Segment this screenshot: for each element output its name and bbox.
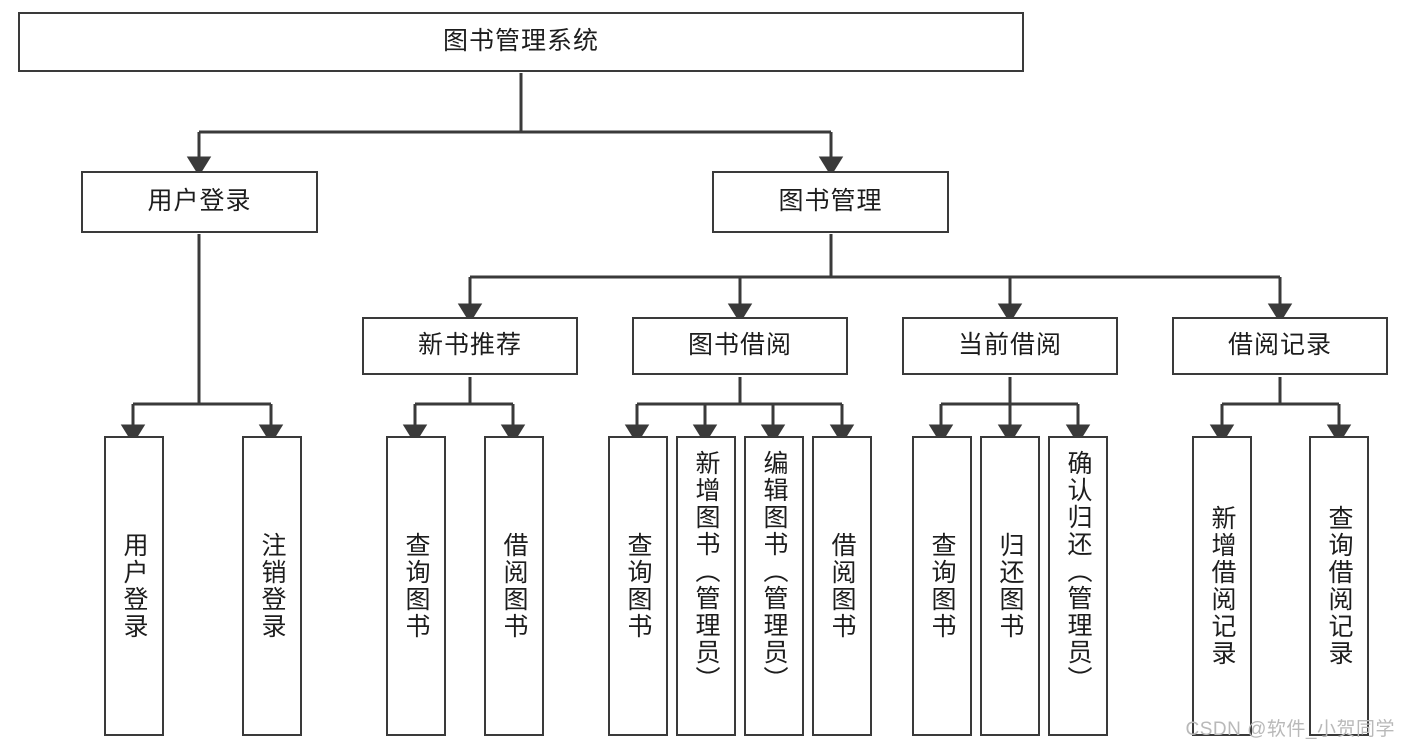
node-label: 新书推荐 [417, 331, 522, 360]
leaf-add-borrow-record[interactable]: 新增借阅记录 [1192, 436, 1252, 736]
node-label: 借阅图书 [828, 532, 856, 640]
leaf-logout[interactable]: 注销登录 [242, 436, 302, 736]
node-label: 注销登录 [258, 532, 286, 640]
node-label: 确认归还（管理员） [1064, 450, 1092, 693]
node-label: 查询图书 [624, 532, 652, 640]
node-root-system[interactable]: 图书管理系统 [18, 12, 1024, 72]
node-current-borrow[interactable]: 当前借阅 [902, 317, 1118, 375]
node-label: 图书管理系统 [442, 27, 599, 56]
node-label: 查询图书 [402, 532, 430, 640]
node-label: 编辑图书（管理员） [760, 450, 788, 693]
node-label: 图书管理 [778, 187, 883, 216]
node-borrow-record[interactable]: 借阅记录 [1172, 317, 1388, 375]
node-label: 借阅图书 [500, 532, 528, 640]
leaf-user-login[interactable]: 用户登录 [104, 436, 164, 736]
node-new-book-recommend[interactable]: 新书推荐 [362, 317, 578, 375]
watermark-text: CSDN @软件_小贺同学 [1185, 719, 1395, 740]
leaf-add-book-admin[interactable]: 新增图书（管理员） [676, 436, 736, 736]
node-user-login[interactable]: 用户登录 [81, 171, 318, 233]
leaf-query-book-current[interactable]: 查询图书 [912, 436, 972, 736]
node-book-borrow[interactable]: 图书借阅 [632, 317, 848, 375]
leaf-borrow-book-recommend[interactable]: 借阅图书 [484, 436, 544, 736]
node-label: 查询借阅记录 [1325, 505, 1353, 667]
node-label: 当前借阅 [957, 331, 1062, 360]
leaf-query-book-recommend[interactable]: 查询图书 [386, 436, 446, 736]
node-book-management[interactable]: 图书管理 [712, 171, 949, 233]
leaf-edit-book-admin[interactable]: 编辑图书（管理员） [744, 436, 804, 736]
leaf-confirm-return-admin[interactable]: 确认归还（管理员） [1048, 436, 1108, 736]
node-label: 归还图书 [996, 532, 1024, 640]
leaf-return-book[interactable]: 归还图书 [980, 436, 1040, 736]
node-label: 新增借阅记录 [1208, 505, 1236, 667]
node-label: 用户登录 [120, 532, 148, 640]
node-label: 借阅记录 [1227, 331, 1332, 360]
node-label: 用户登录 [147, 187, 252, 216]
leaf-borrow-book[interactable]: 借阅图书 [812, 436, 872, 736]
node-label: 图书借阅 [687, 331, 792, 360]
leaf-query-borrow-record[interactable]: 查询借阅记录 [1309, 436, 1369, 736]
node-label: 新增图书（管理员） [692, 450, 720, 693]
node-label: 查询图书 [928, 532, 956, 640]
leaf-query-book-borrow[interactable]: 查询图书 [608, 436, 668, 736]
